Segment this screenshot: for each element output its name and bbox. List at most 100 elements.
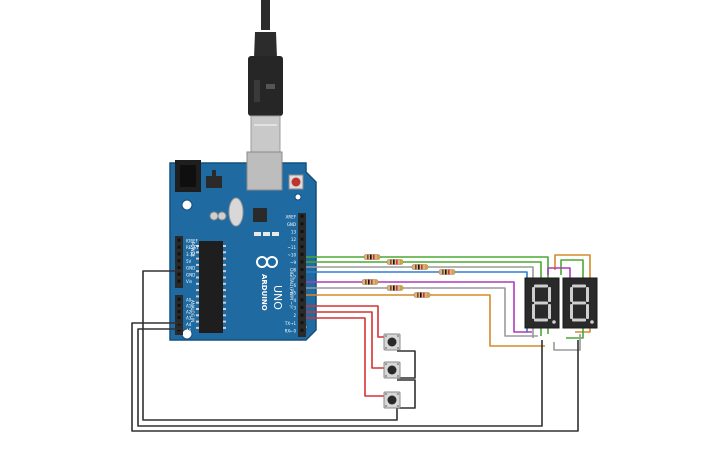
wire-red-button3: [306, 317, 386, 397]
push-button[interactable]: [383, 391, 401, 409]
resistor: [413, 292, 431, 298]
pin-label: 3.3V: [186, 252, 195, 257]
wire-grey-pin9: [306, 266, 534, 338]
seven-segment-displays: [524, 277, 598, 329]
pin-label: ~10: [288, 252, 297, 257]
pin-label: ~5: [290, 290, 296, 295]
pin-label: 4: [293, 298, 296, 303]
segment-g: [572, 301, 586, 305]
pin-label: ~9: [290, 260, 296, 265]
header-pin-hole: [177, 259, 181, 263]
resistor: [438, 269, 456, 275]
header-pin-hole: [300, 298, 304, 302]
pin-label: 2: [293, 313, 296, 318]
wire-purple-pin6: [306, 281, 532, 333]
segment-d: [572, 318, 586, 322]
pin-label: 12: [291, 237, 297, 242]
push-button[interactable]: [383, 361, 401, 379]
segment-g: [534, 301, 548, 305]
header-pin-hole: [300, 290, 304, 294]
segment-b: [548, 287, 551, 302]
pin-label: 13: [291, 230, 297, 235]
board-brand: ARDUINO: [260, 274, 268, 311]
board-model: UNO: [271, 285, 284, 310]
header-pin-hole: [177, 272, 181, 276]
wire-grey-digit2: [553, 334, 581, 351]
pin-label: AREF: [286, 214, 297, 219]
segment-a: [572, 284, 586, 288]
pin-label: GND: [186, 266, 195, 271]
wire-green-digit2: [560, 259, 584, 339]
header-pin-hole: [300, 283, 304, 287]
header-pin-hole: [300, 328, 304, 332]
segment-e: [570, 304, 573, 319]
pin-label: ~11: [288, 245, 297, 250]
header-pin-hole: [300, 222, 304, 226]
resistor: [411, 264, 429, 270]
decimal-point: [590, 320, 594, 324]
pin-label: 7: [293, 275, 296, 280]
wire-purple-digit2: [547, 267, 571, 278]
segment-b: [586, 287, 589, 302]
wire-black-ground-b: [137, 328, 543, 427]
header-pin-hole: [300, 237, 304, 241]
header-pin-hole: [177, 303, 181, 307]
pin-label: A1: [186, 304, 192, 309]
pin-label: TX→1: [284, 321, 297, 326]
wire-red-button1: [306, 305, 386, 338]
header-pin-hole: [300, 260, 304, 264]
wire-black-ground-a: [142, 270, 398, 421]
header-pin-hole: [300, 313, 304, 317]
segment-f: [570, 287, 573, 302]
wire-blue-pin8: [306, 271, 528, 332]
arduino-logo-icon: [256, 256, 278, 268]
usb-cable: [248, 0, 283, 153]
header-pin-hole: [177, 245, 181, 249]
segment-c: [548, 304, 551, 319]
pin-label: ~3: [290, 306, 296, 311]
pin-label: GND: [186, 272, 195, 277]
header-pin-hole: [300, 214, 304, 218]
pin-label: RESET: [186, 245, 199, 250]
board-power-label: POWER: [190, 242, 195, 257]
microcontroller-pins: [196, 245, 226, 329]
pin-label: ~6: [290, 283, 296, 288]
pin-label: RX←0: [285, 328, 297, 333]
pin-label: 5V: [186, 259, 192, 264]
header-pin-hole: [300, 252, 304, 256]
wire-grey-pin5: [306, 287, 538, 337]
header-pin-hole: [300, 268, 304, 271]
header-pin-hole: [177, 252, 181, 256]
segment-e: [532, 304, 535, 319]
segment-c: [586, 304, 589, 319]
resistor: [386, 285, 404, 291]
wire-orange-pin4: [306, 294, 545, 347]
seven-segment-digit: [524, 277, 560, 329]
arduino-board: ARDUINO UNO DIGITAL (PWM ~) POWER ANALOG…: [169, 151, 317, 341]
decimal-point: [552, 320, 556, 324]
push-button[interactable]: [383, 333, 401, 351]
pin-label: A2: [186, 310, 192, 315]
push-buttons: [383, 333, 401, 409]
pin-label: Vin: [186, 279, 193, 284]
seven-segment-digit: [562, 277, 598, 329]
pin-label: A3: [186, 316, 192, 321]
header-pin-hole: [177, 238, 181, 242]
segment-a: [534, 284, 548, 288]
wire-black-button-common: [397, 350, 416, 409]
resistor: [386, 259, 404, 265]
pin-label: GND: [287, 222, 296, 227]
header-pin-hole: [177, 297, 181, 301]
segment-f: [532, 287, 535, 302]
header-pin-hole: [177, 279, 181, 283]
wire-black-ground-c: [131, 322, 579, 432]
analog-header: [175, 295, 183, 335]
board-analog-label: ANALOG IN: [190, 300, 195, 322]
pin-label: A4: [186, 322, 192, 327]
header-pin-hole: [300, 230, 304, 233]
wire-red-button2: [306, 311, 386, 369]
header-pin-hole: [177, 316, 181, 320]
board-digital-label: DIGITAL (PWM ~): [288, 268, 294, 307]
